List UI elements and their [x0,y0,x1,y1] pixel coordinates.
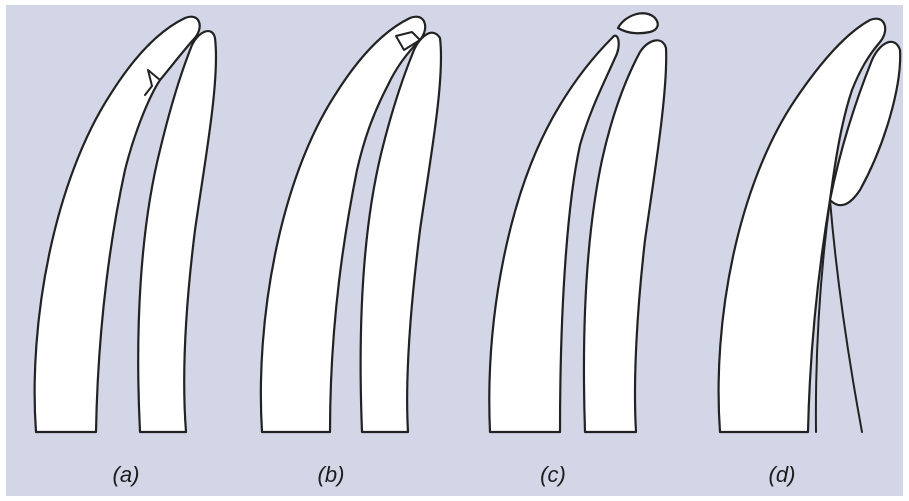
panel-d-outer-leaf [719,19,886,432]
panel-b-drawing [261,17,441,432]
panel-b-label: (b) [301,462,361,488]
panel-c-label: (c) [523,462,583,488]
panel-a-label: (a) [96,462,156,488]
panel-d-label: (d) [752,462,812,488]
panel-d-drawing [719,19,901,432]
panel-c-detached-tip [618,13,658,33]
panel-c-drawing [489,13,666,432]
panel-d-split-line [830,200,862,432]
panel-a-drawing [35,17,216,432]
